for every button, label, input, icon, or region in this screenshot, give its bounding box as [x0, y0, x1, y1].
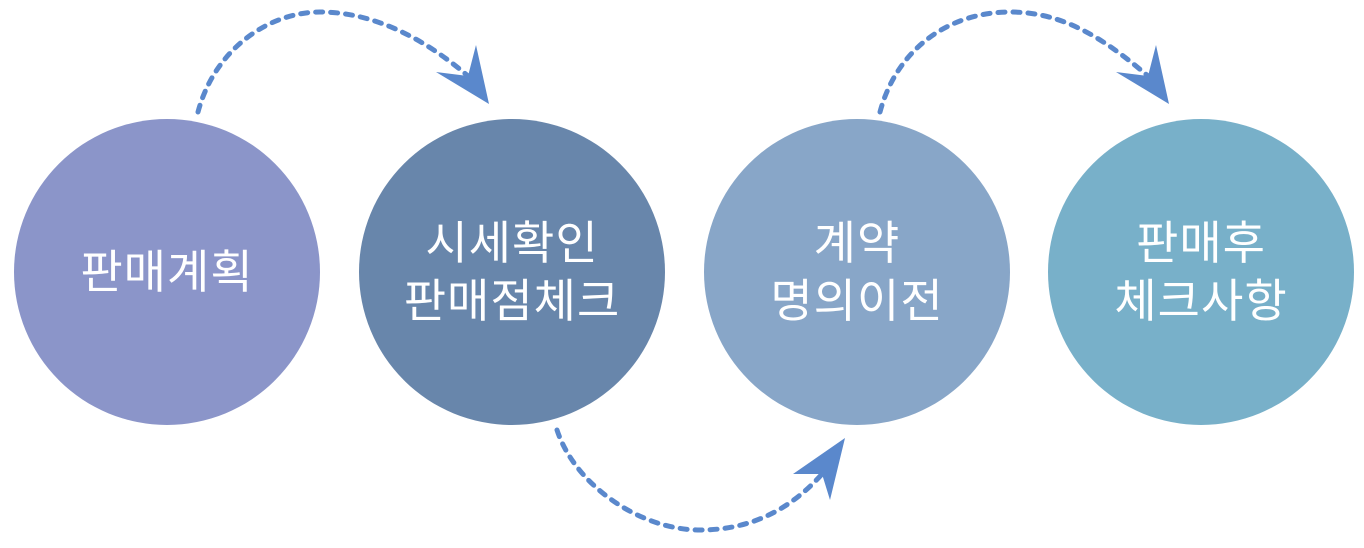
step-2-line-1: 시세확인	[425, 216, 599, 270]
step-4-line-1: 판매후	[1136, 216, 1266, 270]
step-circle-after-sale-check: 판매후 체크사항	[1048, 119, 1354, 425]
arrowhead-3-to-4	[1116, 45, 1169, 104]
step-circle-sales-plan: 판매계획	[14, 119, 320, 425]
step-circle-price-check: 시세확인 판매점체크	[359, 119, 665, 425]
step-4-line-2: 체크사항	[1114, 274, 1288, 328]
arrow-curve-3-to-4	[877, 9, 1151, 115]
arrow-curve-1-to-2	[195, 9, 471, 115]
step-3-line-1: 계약	[813, 216, 901, 270]
arrowhead-2-to-3	[793, 438, 845, 500]
step-2-line-2: 판매점체크	[403, 274, 621, 328]
arrowhead-1-to-2	[436, 45, 489, 104]
step-circle-contract-transfer: 계약 명의이전	[704, 119, 1010, 425]
step-1-line-1: 판매계획	[80, 245, 254, 299]
step-3-line-2: 명의이전	[770, 274, 944, 328]
arrow-curve-2-to-3	[554, 427, 825, 533]
